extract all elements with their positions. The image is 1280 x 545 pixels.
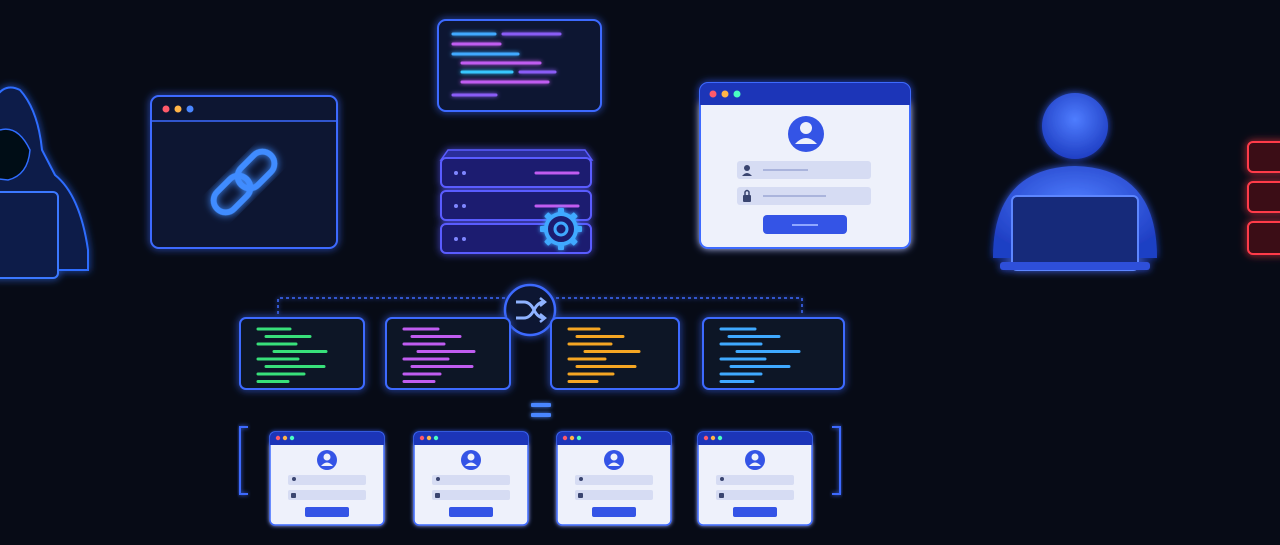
login-password-field [716, 490, 794, 500]
user-icon [461, 450, 481, 470]
login-submit-button [449, 507, 493, 517]
login-submit-button [305, 507, 349, 517]
code-snippet-icon [256, 327, 328, 383]
phishing-link-window [150, 95, 338, 249]
user-icon [788, 116, 824, 152]
laptop-user-icon [993, 93, 1157, 271]
login-password-field [432, 490, 510, 500]
login-password-field [575, 490, 653, 500]
login-password-field [737, 187, 871, 205]
login-submit-button [592, 507, 636, 517]
code-snippet-icon [567, 327, 641, 383]
server-icon [1247, 141, 1280, 255]
code-variants-row [239, 317, 845, 390]
server-stack [439, 149, 594, 254]
code-snippet-icon [451, 32, 562, 97]
login-submit-button [763, 215, 847, 234]
code-snippet-icon [719, 327, 801, 383]
user-icon [604, 450, 624, 470]
login-username-field [575, 475, 653, 485]
bracket-right [832, 426, 841, 495]
login-username-field [288, 475, 366, 485]
shuffle-icon [503, 283, 557, 337]
bracket-left [239, 426, 248, 495]
hooded-hacker-icon [0, 86, 89, 279]
gear-icon [540, 208, 582, 250]
login-username-field [432, 475, 510, 485]
user-icon [745, 450, 765, 470]
login-submit-button [733, 507, 777, 517]
user-icon [317, 450, 337, 470]
code-snippet-icon [402, 327, 476, 383]
login-username-field [737, 161, 871, 179]
equals-icon [531, 403, 551, 417]
login-variants-row [269, 431, 813, 526]
login-username-field [716, 475, 794, 485]
login-password-field [288, 490, 366, 500]
